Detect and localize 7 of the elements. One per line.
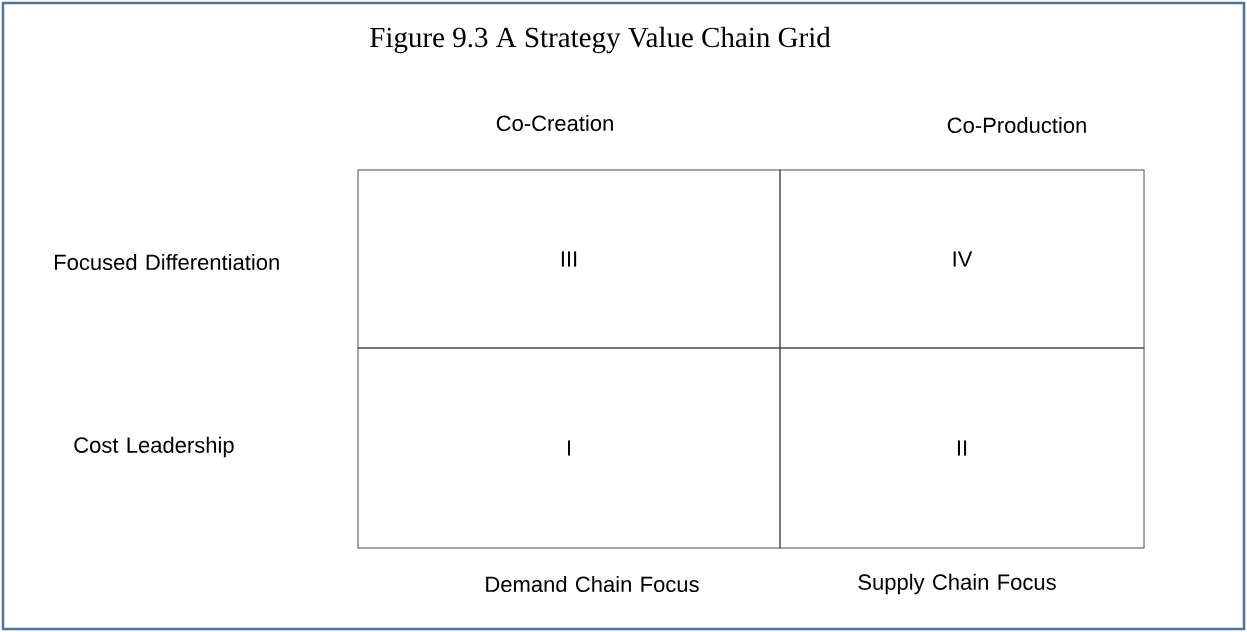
grid-cell: III [357,169,781,349]
grid-cell: II [779,347,1145,549]
grid-cell: IV [779,169,1145,349]
grid-cell: I [357,347,781,549]
row-label: Cost Leadership [74,436,234,458]
row-label: Focused Differentiation [55,253,279,271]
title: Figure 9.3 A Strategy Value Chain Grid [370,26,831,54]
